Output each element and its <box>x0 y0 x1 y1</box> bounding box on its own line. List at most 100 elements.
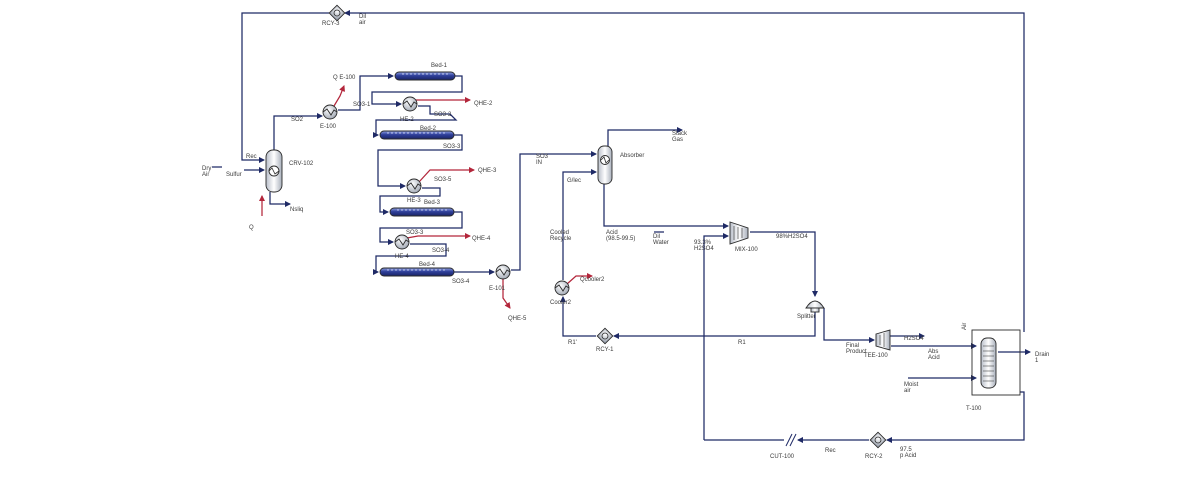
stream-so3-1[interactable] <box>338 72 395 111</box>
label-rcy-3: RCY-3 <box>322 21 340 27</box>
label-q: Q <box>249 225 254 231</box>
label-he-2: HE-2 <box>400 117 414 123</box>
label-absorber: Absorber <box>620 153 644 159</box>
energy-qhe3[interactable] <box>418 166 476 183</box>
label-so3-4a: SO3-4 <box>432 248 450 254</box>
label-t-100: T-100 <box>966 406 982 412</box>
crv-102-reactor-icon[interactable] <box>265 149 283 193</box>
label-bed-2: Bed-2 <box>420 126 437 132</box>
stream-rcy3-to-crv102[interactable] <box>241 12 329 164</box>
label-bed-4: Bed-4 <box>419 262 436 268</box>
cut-100-cutter-icon[interactable] <box>785 433 797 447</box>
label-he-4: HE-4 <box>395 254 409 260</box>
stream-t100-to-rcy3[interactable] <box>343 9 1025 332</box>
absorber-column-icon[interactable] <box>597 145 613 185</box>
label-so3-1: SO3-1 <box>353 102 371 108</box>
equipment <box>265 4 1021 449</box>
label-so3-3a: SO3-3 <box>443 144 461 150</box>
label-e-101: E-101 <box>489 286 506 292</box>
bed-4-reactor-bed-icon[interactable] <box>379 267 455 277</box>
label-rec-bottom: Rec <box>825 448 836 454</box>
energy-qhe5[interactable] <box>502 279 511 309</box>
splitter-tee-icon[interactable] <box>805 300 825 313</box>
cooler2-cooler-icon[interactable] <box>554 280 570 296</box>
label-bed-3: Bed-3 <box>424 200 441 206</box>
label-cut-100: CUT-100 <box>770 454 795 460</box>
stream-975-acid[interactable] <box>885 391 1025 444</box>
label-rcy-2: RCY-2 <box>865 454 883 460</box>
label-sulfur: Sulfur <box>226 172 242 178</box>
stream-nsliq[interactable] <box>269 192 292 208</box>
label-cooler2: Cooler2 <box>550 300 572 306</box>
stream-so3-3b[interactable] <box>379 211 463 246</box>
label-r1: R1 <box>738 340 746 346</box>
rcy-2-recycle-icon[interactable] <box>869 431 887 449</box>
stream-so2[interactable] <box>273 112 324 150</box>
label-h2so4: H2SO4 <box>904 336 924 342</box>
stream-so3-4a[interactable] <box>372 243 447 276</box>
label-qhe-2: QHE-2 <box>474 101 493 107</box>
bed-2-reactor-bed-icon[interactable] <box>379 130 455 140</box>
stream-so3-3a[interactable] <box>377 134 463 190</box>
label-acid: Acid(98.5-99.5) <box>606 230 635 242</box>
label-e-100: E-100 <box>320 124 337 130</box>
stream-so3-5[interactable] <box>379 187 441 216</box>
stream-so3-in[interactable] <box>511 150 598 271</box>
label-rcy-1: RCY-1 <box>596 347 614 353</box>
stream-98-h2so4[interactable] <box>750 231 819 298</box>
label-so3-5: SO3-5 <box>434 177 452 183</box>
energy-qhe4[interactable] <box>406 232 472 240</box>
rcy-1-recycle-icon[interactable] <box>596 327 614 345</box>
energy-q-e100[interactable] <box>333 85 345 107</box>
stream-h2so4-93[interactable] <box>703 232 730 440</box>
label-splitter: Splitter <box>797 314 816 320</box>
stream-bed1-out[interactable] <box>371 75 463 108</box>
stream-r1[interactable] <box>612 312 816 340</box>
label-qhe-5: QHE-5 <box>508 316 527 322</box>
label-so3-4b: SO3-4 <box>452 279 470 285</box>
energy-qcooler2[interactable] <box>566 272 594 285</box>
stream-stack-gas[interactable] <box>607 126 684 146</box>
label-air-top: Air <box>962 323 968 330</box>
label-98-h2so4: 98%H2SO4 <box>776 234 808 240</box>
tee-100-tee-icon[interactable] <box>875 329 891 351</box>
label-qcooler2: Qcooler2 <box>580 277 605 283</box>
stream-final-product[interactable] <box>823 308 876 344</box>
label-crv-102: CRV-102 <box>289 161 314 167</box>
energy-streams <box>258 85 594 309</box>
he-2-heat-exchanger-icon[interactable] <box>402 96 418 112</box>
label-q-e100: Q E-100 <box>333 75 356 81</box>
stream-r1-prime[interactable] <box>559 295 596 337</box>
e-101-heat-exchanger-icon[interactable] <box>495 264 511 280</box>
label-glec: G/lec <box>567 178 581 184</box>
t-100-column-icon[interactable] <box>971 329 1021 396</box>
e-100-heat-exchanger-icon[interactable] <box>322 104 338 120</box>
rcy-3-recycle-icon[interactable] <box>328 4 346 22</box>
mix-100-mixer-icon[interactable] <box>729 221 749 245</box>
he-4-heat-exchanger-icon[interactable] <box>394 234 410 250</box>
label-so3-2: SO3-2 <box>434 112 452 118</box>
label-qhe-4: QHE-4 <box>472 236 491 242</box>
stream-so3-2[interactable] <box>372 105 458 139</box>
material-streams <box>212 9 1032 444</box>
he-3-heat-exchanger-icon[interactable] <box>406 178 422 194</box>
label-so3-3b: SO3-3 <box>406 230 424 236</box>
label-nsliq: Nsliq <box>290 207 303 213</box>
bed-1-reactor-bed-icon[interactable] <box>394 71 456 81</box>
stream-acid[interactable] <box>603 184 730 230</box>
stream-cooled-recycle[interactable] <box>562 168 598 280</box>
label-so2: SO2 <box>291 117 304 123</box>
label-tee-100: TEE-100 <box>864 353 888 359</box>
bed-3-reactor-bed-icon[interactable] <box>389 207 455 217</box>
label-r1-prime: R1' <box>568 340 577 346</box>
